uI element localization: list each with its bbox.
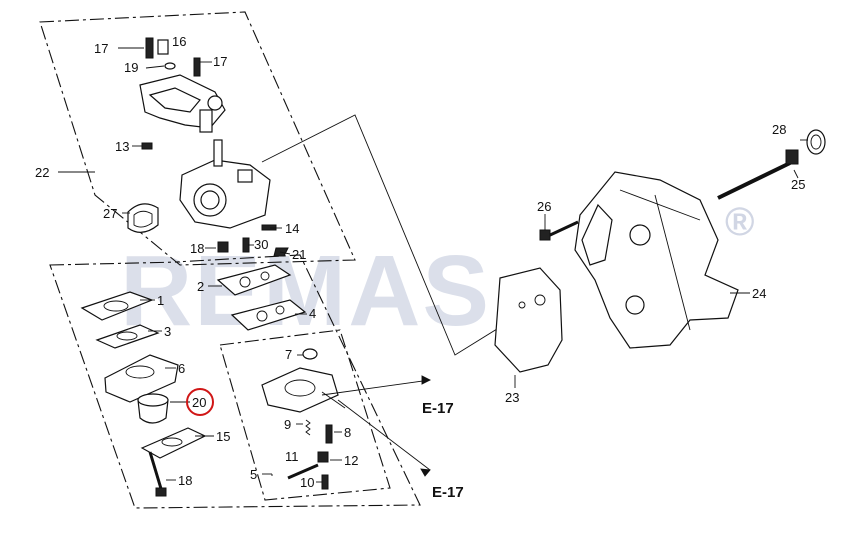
screw-12 bbox=[317, 451, 329, 463]
pilot-screw-14 bbox=[261, 224, 277, 231]
reference-e17-upper: E-17 bbox=[422, 400, 454, 417]
registered-mark: ® bbox=[725, 200, 754, 244]
callout-24: 23 bbox=[505, 390, 519, 405]
float-needle-arm bbox=[321, 375, 432, 477]
carburetor-body-outline bbox=[49, 254, 421, 509]
plate-24 bbox=[494, 267, 563, 373]
washer-20 bbox=[164, 62, 176, 70]
callout-7: 7 bbox=[285, 347, 292, 362]
throttle-lever-assembly bbox=[139, 74, 226, 133]
callout-29: 28 bbox=[772, 122, 786, 137]
callout-13: 13 bbox=[115, 139, 129, 154]
callout-4: 4 bbox=[309, 306, 316, 321]
callout-8: 8 bbox=[344, 425, 351, 440]
carburetor-body bbox=[179, 139, 271, 229]
washer-29 bbox=[806, 129, 826, 155]
callout-18: 18 bbox=[178, 473, 192, 488]
callout-1: 1 bbox=[157, 293, 164, 308]
callout-17-left: 17 bbox=[94, 41, 108, 56]
highlight-circle bbox=[186, 388, 214, 416]
gasket-2 bbox=[216, 264, 292, 296]
float-chamber-outline bbox=[219, 329, 391, 501]
valve-8 bbox=[325, 424, 333, 444]
screw-17-right bbox=[193, 57, 201, 77]
callout-21: 20 bbox=[192, 395, 206, 410]
bolt-27 bbox=[539, 220, 579, 241]
collar-21 bbox=[137, 393, 169, 424]
callout-10: 10 bbox=[300, 475, 314, 490]
pin-11 bbox=[287, 463, 319, 480]
callout-14: 14 bbox=[285, 221, 299, 236]
insulator-6 bbox=[104, 354, 179, 403]
callout-2: 2 bbox=[197, 279, 204, 294]
callout-11: 11 bbox=[285, 449, 299, 464]
callout-25: 24 bbox=[752, 286, 766, 301]
callout-16: 16 bbox=[172, 34, 186, 49]
reference-e17-lower: E-17 bbox=[432, 484, 464, 501]
clip-13 bbox=[141, 142, 153, 150]
spring-9 bbox=[305, 419, 311, 436]
callout-19: 18 bbox=[190, 241, 204, 256]
plug-7 bbox=[302, 348, 318, 360]
bolt-26 bbox=[717, 149, 799, 200]
float-chamber bbox=[261, 367, 339, 413]
jet-19 bbox=[217, 241, 229, 253]
callout-28: 27 bbox=[103, 206, 117, 221]
callout-20: 19 bbox=[124, 60, 138, 75]
callout-17-right: 17 bbox=[213, 54, 227, 69]
callout-labels: 17 16 19 17 13 22 27 14 18 30 21 2 4 1 3… bbox=[35, 34, 805, 490]
screw-10 bbox=[321, 474, 329, 490]
callout-15: 15 bbox=[216, 429, 230, 444]
mounting-bracket-25 bbox=[574, 171, 739, 349]
callout-27: 26 bbox=[537, 199, 551, 214]
callout-22: 21 bbox=[292, 247, 306, 262]
watermark-text: REMAS bbox=[120, 235, 491, 347]
bolt-18 bbox=[148, 451, 167, 497]
gasket-4 bbox=[230, 299, 307, 331]
gasket-28 bbox=[127, 203, 159, 233]
callout-6: 6 bbox=[178, 361, 185, 376]
callout-3: 3 bbox=[164, 324, 171, 339]
screw-16 bbox=[145, 37, 169, 59]
callout-30: 30 bbox=[254, 237, 268, 252]
callout-9: 9 bbox=[284, 417, 291, 432]
gasket-3 bbox=[95, 324, 160, 349]
callout-23: 22 bbox=[35, 165, 49, 180]
callout-26: 25 bbox=[791, 177, 805, 192]
leader-lines bbox=[58, 47, 808, 483]
callout-5: 5 bbox=[250, 467, 257, 482]
callout-12: 12 bbox=[344, 453, 358, 468]
